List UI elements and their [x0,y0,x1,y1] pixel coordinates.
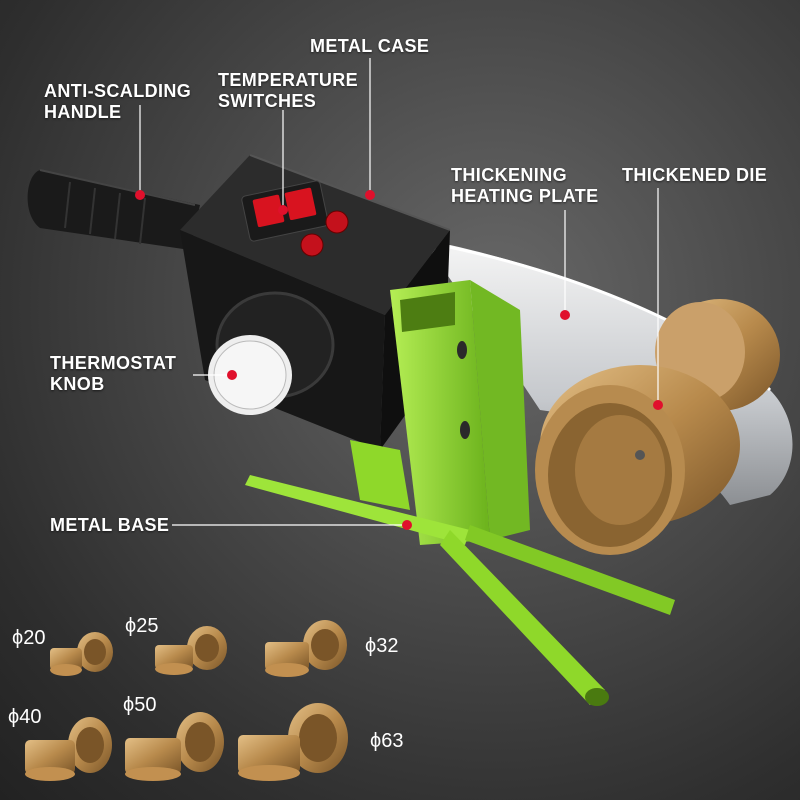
label-thermostat-knob: THERMOSTAT KNOB [50,353,177,394]
die-set-40 [25,717,112,781]
label-thickened-die: THICKENED DIE [622,165,768,185]
stand [245,280,675,706]
callout-lines [139,58,659,526]
size-label-63: ϕ63 [370,730,404,752]
die-set-20 [50,632,113,676]
label-thickening-heating-plate: THICKENING HEATING PLATE [451,165,599,206]
switches [241,180,349,257]
die-set-32 [265,620,347,677]
label-metal-base: METAL BASE [50,515,170,535]
size-label-20: ϕ20 [12,627,46,649]
die-front [535,365,740,555]
die-set [25,620,348,781]
die-set-63 [238,703,348,781]
size-label-40: ϕ40 [8,706,42,728]
callout-dots [135,190,663,530]
die-set-25 [155,626,227,675]
label-temperature-switches: TEMPERATURE SWITCHES [218,70,359,111]
label-metal-case: METAL CASE [310,36,430,56]
handle [27,169,201,250]
size-label-32: ϕ32 [365,635,399,657]
die-set-50 [125,712,224,781]
size-label-50: ϕ50 [123,694,157,716]
thermostat [208,291,335,415]
size-label-25: ϕ25 [125,615,159,637]
label-anti-scalding-handle: ANTI-SCALDING HANDLE [44,81,192,122]
